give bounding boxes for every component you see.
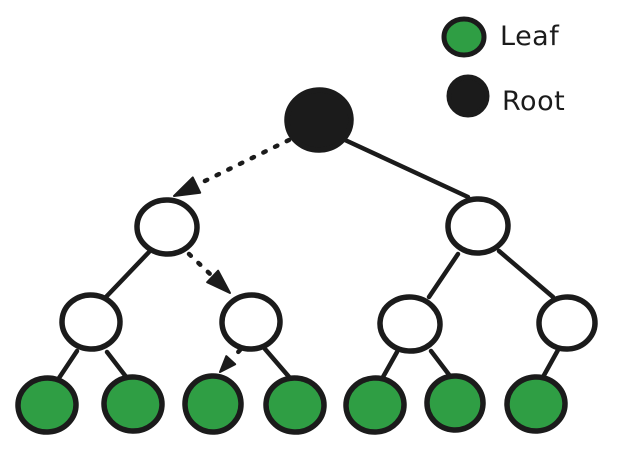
legend-item-root: Root [446,74,565,118]
edge-l3-c-to-leaf-6-solid [428,348,453,379]
edge-l3-b-to-leaf-3-dotted [229,347,243,361]
tree-node-l3-b-internal [219,292,283,352]
tree-node-l3-a-internal [59,292,123,352]
tree-node-l3-d-internal [536,294,598,352]
tree-node-l2-left-internal [134,197,200,257]
edge-l2-left-to-l3-b-dotted [186,251,214,278]
legend-label-leaf: Leaf [500,21,560,52]
legend-swatch-leaf-icon [441,16,487,58]
tree-node-root-root [284,87,354,153]
edge-l2-right-to-l3-d-solid [496,248,556,300]
arrowhead-l3-b-to-leaf-3-icon [219,355,237,373]
edge-l3-c-to-leaf-5-solid [380,349,400,380]
tree-node-leaf-1-leaf [15,375,79,435]
arrowhead-l2-left-to-l3-b-icon [206,269,231,294]
tree-node-leaf-6-leaf [424,373,486,433]
tree-node-l3-c-internal [377,294,443,354]
edge-l3-b-to-leaf-4-solid [262,346,293,381]
edge-root-to-l2-right-solid [342,137,471,200]
edge-l2-right-to-l3-c-solid [426,251,461,300]
edge-l2-left-to-l3-a-solid [102,249,152,301]
arrowhead-root-to-l2-left-icon [173,176,202,197]
legend-item-leaf: Leaf [441,16,560,58]
edge-l3-a-to-leaf-1-solid [56,348,80,381]
tree-node-l2-right-internal [445,196,511,256]
tree-node-leaf-3-leaf [182,373,244,435]
edge-l3-a-to-leaf-2-solid [104,349,130,381]
edge-root-to-l2-left-dotted [196,137,292,187]
tree-node-leaf-7-leaf [504,374,568,434]
tree-node-leaf-5-leaf [343,375,407,435]
edge-l3-d-to-leaf-7-solid [540,347,561,380]
legend-label-root: Root [502,86,565,117]
tree-node-leaf-4-leaf [263,375,327,435]
legend-swatch-root-icon [446,74,490,118]
tree-node-leaf-2-leaf [101,374,165,434]
